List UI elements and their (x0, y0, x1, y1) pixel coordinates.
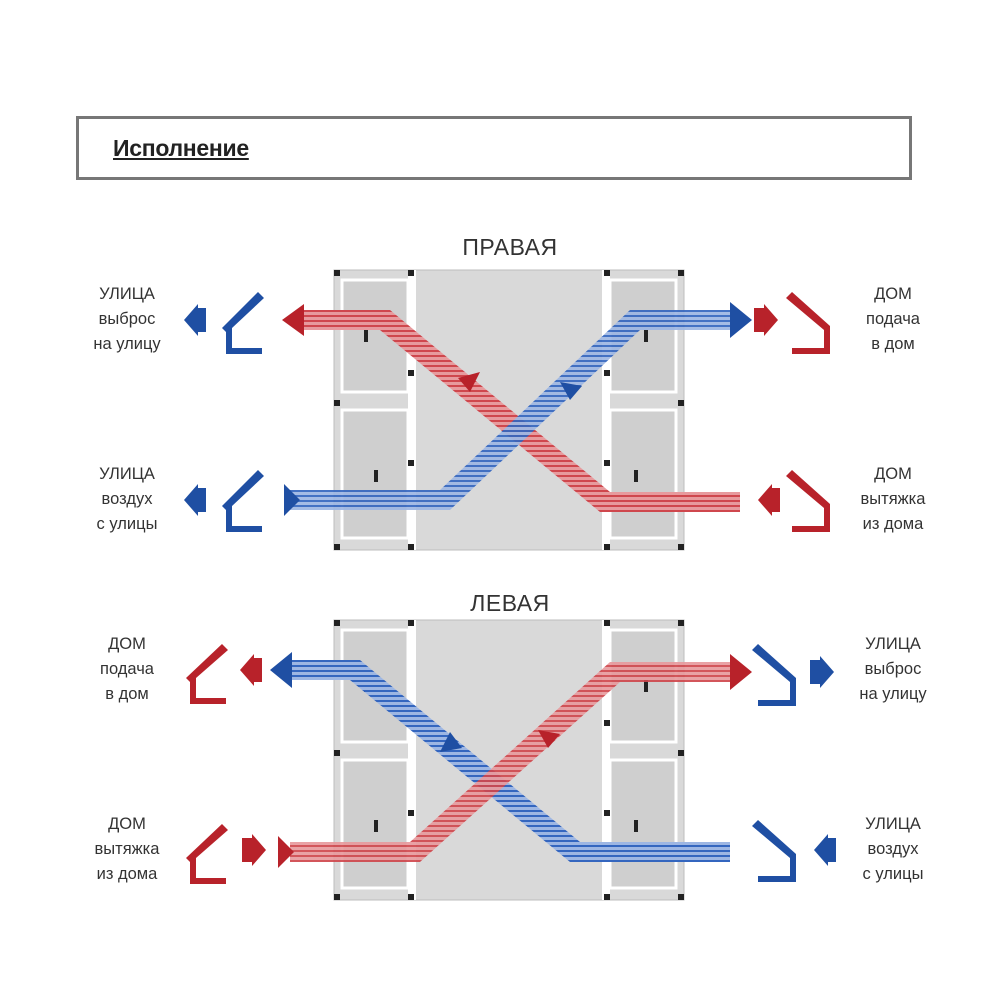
house-icon (786, 292, 830, 354)
section-title-right: ПРАВАЯ (462, 234, 558, 260)
label-right-top-right: ДОМ подача в дом (866, 285, 920, 353)
header-box: Исполнение (76, 116, 912, 180)
house-icon (222, 292, 264, 354)
label-left-top-right: УЛИЦА выброс на улицу (859, 635, 927, 703)
label-right-top-left: УЛИЦА выброс на улицу (93, 285, 161, 353)
header-title: Исполнение (113, 135, 249, 161)
arrow-icon (240, 654, 262, 686)
label-right-bottom-left: УЛИЦА воздух с улицы (96, 465, 158, 533)
arrow-icon (242, 834, 266, 866)
section-title-left: ЛЕВАЯ (470, 590, 550, 616)
arrow-icon (758, 484, 780, 516)
label-right-bottom-right: ДОМ вытяжка из дома (860, 465, 926, 533)
label-left-bottom-right: УЛИЦА воздух с улицы (862, 815, 924, 883)
blue-flow-right (284, 302, 752, 516)
house-icon (186, 824, 228, 884)
house-icon (186, 644, 228, 704)
red-flow-right (282, 304, 740, 512)
blue-flow-left (270, 652, 730, 862)
arrow-icon (754, 304, 778, 336)
arrow-icon (184, 484, 206, 516)
label-left-top-left: ДОМ подача в дом (100, 635, 154, 703)
label-left-bottom-left: ДОМ вытяжка из дома (94, 815, 160, 883)
house-icon (222, 470, 264, 532)
red-flow-left (278, 654, 752, 868)
house-icon (752, 820, 796, 882)
house-icon (786, 470, 830, 532)
arrow-icon (810, 656, 834, 688)
arrow-icon (184, 304, 206, 336)
house-icon (752, 644, 796, 706)
arrow-icon (814, 834, 836, 866)
